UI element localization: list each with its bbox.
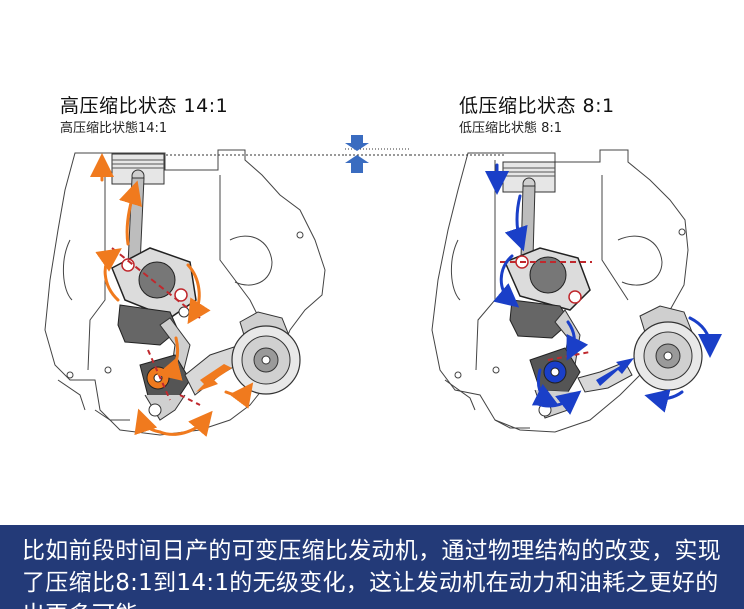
engine-diagram	[44, 135, 722, 437]
caption-banner: 比如前段时间日产的可变压缩比发动机，通过物理结构的改变，实现了压缩比8:1到14…	[0, 525, 744, 609]
left-control-shaft	[139, 344, 246, 421]
left-multi-link	[111, 247, 201, 386]
right-connecting-rod	[520, 185, 536, 259]
double-arrow-indicator-icon	[345, 135, 410, 173]
right-multi-link	[500, 247, 592, 366]
right-actuator-motor	[633, 305, 703, 391]
right-motor-thrust-arrow	[596, 358, 634, 386]
left-motor-thrust-arrow	[196, 364, 232, 392]
caption-text: 比如前段时间日产的可变压缩比发动机，通过物理结构的改变，实现了压缩比8:1到14…	[22, 538, 721, 609]
engine-diagram-figure: 高压缩比状态 14:1 高压缩比状態14:1 低压缩比状态 8:1 低压缩比状態…	[44, 95, 722, 437]
right-motion-arrows	[485, 163, 722, 415]
right-panel-title: 低压缩比状态 8:1	[459, 95, 615, 117]
right-panel-subtitle: 低压缩比状態 8:1	[459, 121, 563, 136]
left-panel-subtitle: 高压缩比状態14:1	[60, 121, 168, 136]
left-panel-title: 高压缩比状态 14:1	[60, 95, 229, 117]
right-control-shaft	[529, 347, 633, 419]
left-actuator-motor	[231, 311, 301, 395]
left-motion-arrows	[90, 153, 254, 437]
